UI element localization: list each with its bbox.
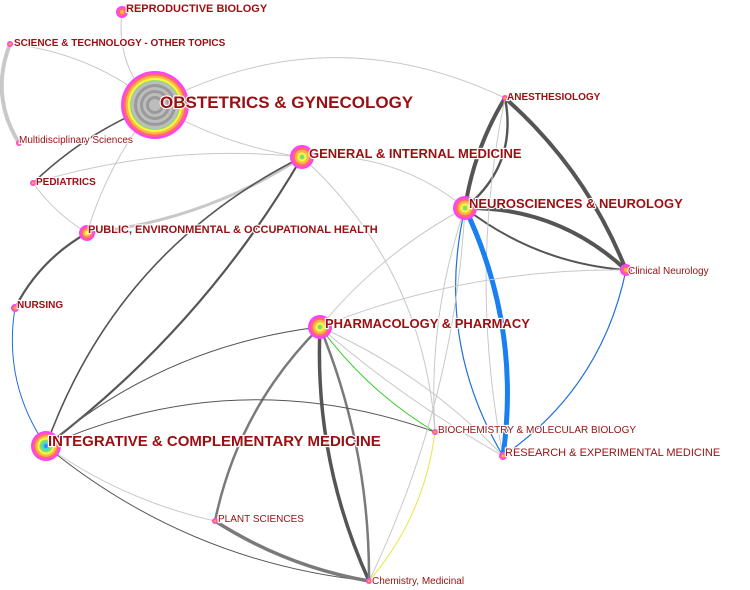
node-label-nursing: NURSING [17,300,63,311]
node-n7[interactable] [502,95,508,101]
node-ring-n10-2 [624,268,628,272]
node-ring-n1-2 [120,10,124,14]
edge-n6-n14-13 [301,156,436,433]
node-label-science-technology: SCIENCE & TECHNOLOGY - OTHER TOPICS [14,38,226,49]
node-ring-n4-2 [18,142,20,144]
edge-n16-n17-36 [213,519,371,583]
edge-n5-n6-8 [32,152,303,184]
node-ring-n2-2 [9,43,11,45]
edge-n8-n17-40 [368,207,466,582]
node-label-general-internal-medicine: GENERAL & INTERNAL MEDICINE [309,146,522,161]
edge-n12-n13-30 [45,326,321,447]
node-n6[interactable] [290,145,314,169]
node-core-n3-6 [149,99,161,111]
edge-n11-n13-15 [11,307,47,447]
edge-n12-n17-28 [318,325,371,583]
node-n2[interactable] [7,41,13,47]
edge-n14-n17-37 [368,431,436,582]
edge-n8-n15-22 [462,205,510,459]
node-ring-n6-4 [299,154,305,160]
node-n1[interactable] [116,6,128,18]
node-ring-n13-6 [43,443,49,449]
node-ring-n9-3 [85,231,89,235]
edge-n3-n7-4 [154,57,506,106]
node-label-integrative-complementary-medicine: INTEGRATIVE & COMPLEMENTARY MEDICINE [48,433,381,450]
edge-n7-n10-17 [503,96,628,272]
edge-n2-n4-2 [0,42,21,145]
edge-n6-n13-11 [45,156,303,447]
node-label-pharmacology-pharmacy: PHARMACOLOGY & PHARMACY [325,316,530,331]
node-layer [7,6,632,584]
node-ring-n14-2 [434,431,436,433]
node-n11[interactable] [11,304,19,312]
node-n5[interactable] [30,180,36,186]
node-n13[interactable] [31,431,61,461]
node-n9[interactable] [79,225,95,241]
edge-n13-n17-34 [45,445,370,582]
node-label-research-experimental-medicine: RESEARCH & EXPERIMENTAL MEDICINE [505,447,720,459]
node-n3[interactable] [121,71,189,139]
node-ring-n8-4 [462,205,468,211]
node-label-biochemistry-molecular-biology: BIOCHEMISTRY & MOLECULAR BIOLOGY [438,425,636,436]
edge-n12-n17-27 [317,325,371,583]
node-label-neurosciences-neurology: NEUROSCIENCES & NEUROLOGY [469,196,683,211]
node-ring-n16-2 [214,520,216,522]
edge-n6-n13-10 [44,155,304,448]
node-n17[interactable] [366,578,372,584]
node-ring-n15-2 [501,454,505,458]
edge-n8-n10-20 [464,207,627,271]
node-ring-n12-4 [317,324,323,330]
node-n8[interactable] [453,196,477,220]
edge-n8-n10-19 [463,205,628,272]
node-label-public-environmental-health: PUBLIC, ENVIRONMENTAL & OCCUPATIONAL HEA… [88,224,378,236]
edge-n13-n16-35 [45,445,216,522]
node-n4[interactable] [16,140,22,146]
edge-n13-n14-33 [45,399,436,447]
edge-n7-n8-18 [463,96,509,210]
node-n15[interactable] [499,452,507,460]
node-label-obstetrics-gynecology: OBSTETRICS & GYNECOLOGY [160,93,414,112]
node-ring-n17-2 [368,580,370,582]
node-ring-n11-2 [13,306,17,310]
edge-n9-n11-14 [13,231,89,310]
edge-n6-n9-9 [85,155,304,235]
node-n10[interactable] [620,264,632,276]
node-n14[interactable] [432,429,438,435]
edge-n10-n12-25 [319,269,627,328]
edge-n12-n15-41 [319,326,504,457]
node-ring-n7-2 [504,97,506,99]
node-n12[interactable] [308,315,332,339]
node-label-pediatrics: PEDIATRICS [36,177,96,188]
edge-n10-n15-24 [502,269,627,457]
edge-n12-n15-32 [319,326,504,457]
node-ring-n5-2 [32,182,34,184]
edge-n8-n12-26 [319,207,466,328]
edge-n13-n12-38 [45,326,321,447]
edge-n5-n9-7 [32,182,88,234]
edge-n8-n14-39 [433,207,466,433]
edge-n7-n15-21 [485,97,506,457]
node-label-chemistry-medicinal: Chemistry, Medicinal [372,576,464,587]
edge-n6-n8-12 [301,155,466,209]
edge-n12-n16-29 [213,325,322,523]
node-label-plant-sciences: PLANT SCIENCES [218,514,304,525]
node-label-reproductive-biology: REPRODUCTIVE BIOLOGY [126,3,268,15]
node-label-anesthesiology: ANESTHESIOLOGY [507,92,601,103]
edge-n8-n15-23 [454,207,504,457]
node-n16[interactable] [212,518,218,524]
node-label-clinical-neurology: Clinical Neurology [628,266,709,277]
edge-n12-n14-31 [319,326,436,433]
edge-n7-n8-16 [463,96,507,210]
node-label-multidisciplinary-sciences: Multidisciplinary Sciences [19,135,133,146]
